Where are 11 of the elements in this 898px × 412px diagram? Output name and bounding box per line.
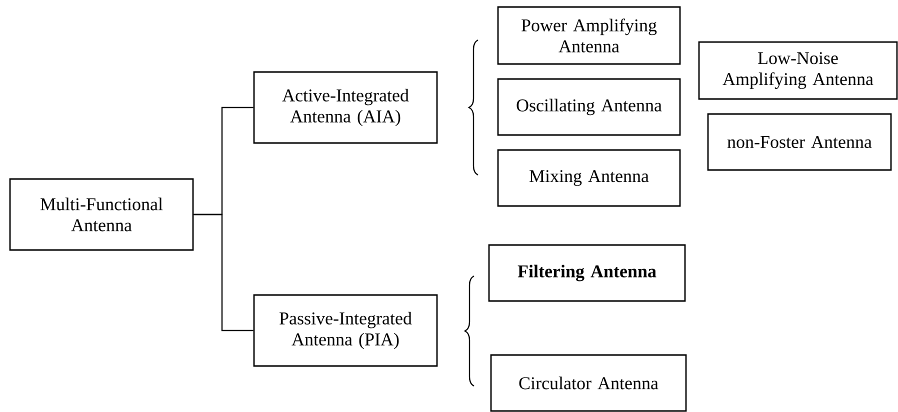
antenna-box: Passive-Integrated Antenna (PIA) [253, 294, 438, 367]
connector-line [194, 214, 254, 332]
antenna-box: Oscillating Antenna [497, 78, 681, 136]
antenna-box: Active-Integrated Antenna (AIA) [253, 71, 438, 144]
antenna-box: Power Amplifying Antenna [497, 6, 681, 65]
antenna-box: Low-Noise Amplifying Antenna [698, 41, 898, 100]
antenna-box: Circulator Antenna [490, 354, 687, 412]
antenna-box: non-Foster Antenna [707, 113, 892, 171]
antenna-box: Filtering Antenna [488, 244, 686, 302]
antenna-box: Mixing Antenna [497, 149, 681, 207]
antenna-box: Multi-Functional Antenna [9, 178, 194, 251]
